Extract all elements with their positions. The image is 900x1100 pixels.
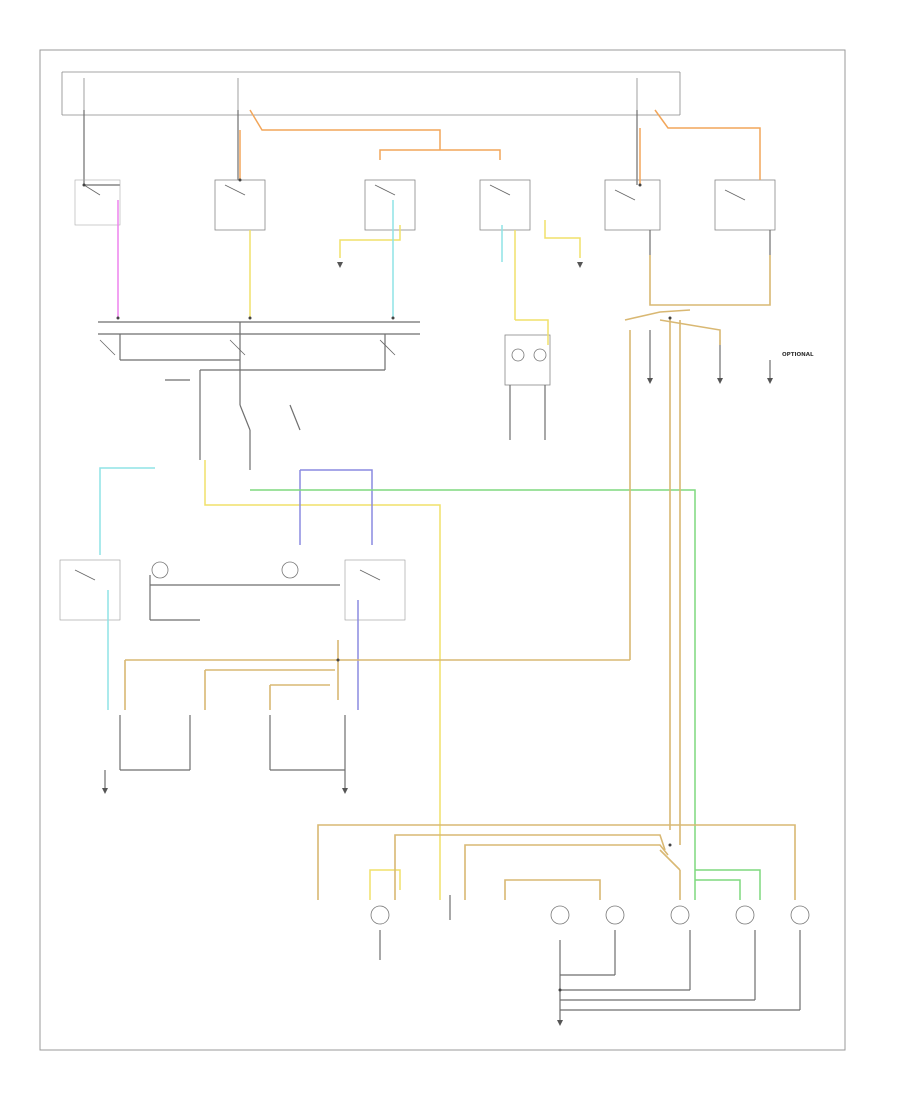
green-wires (250, 489, 761, 900)
bulb-rear-2 (550, 905, 570, 925)
ground-symbols (102, 262, 773, 1026)
bulb-rear-1 (370, 905, 390, 925)
tan-wires (124, 255, 796, 900)
bulb-right-park (281, 561, 299, 579)
fuse-box-top (61, 71, 681, 116)
yellow-wires (204, 220, 581, 900)
connector-dots (82, 178, 672, 992)
bulb-left-park (151, 561, 169, 579)
orange-wires (239, 109, 761, 185)
violet-wires (299, 469, 373, 710)
switch-symbols (74, 184, 746, 581)
bulb-park-lamp-b (533, 348, 547, 362)
optional-label: OPTIONAL (782, 352, 814, 358)
bulb-rear-6 (790, 905, 810, 925)
lamp-bulbs (151, 348, 810, 925)
diagram-border (39, 49, 846, 1051)
bulb-park-lamp-a (511, 348, 525, 362)
lightblue-wires (99, 200, 503, 710)
bulb-rear-3 (605, 905, 625, 925)
bulb-rear-4 (670, 905, 690, 925)
black-wires (59, 110, 801, 1020)
bulb-rear-5 (735, 905, 755, 925)
